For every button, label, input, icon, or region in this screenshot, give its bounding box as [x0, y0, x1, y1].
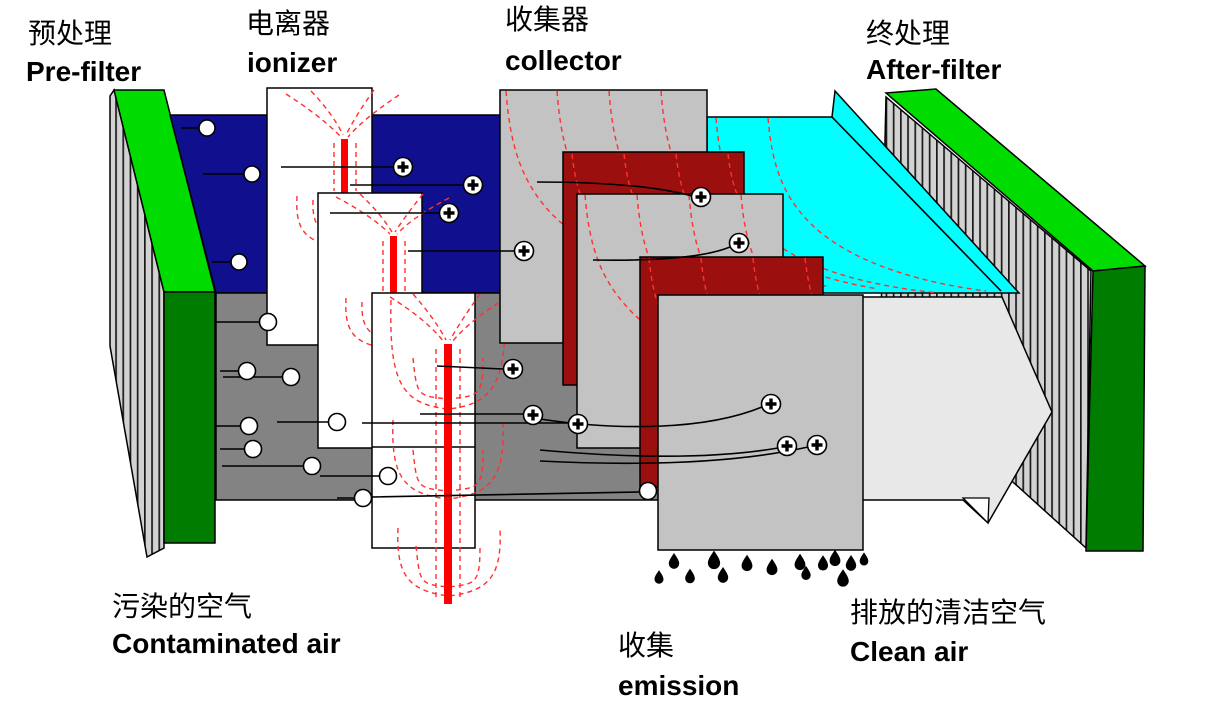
droplet-icon: [685, 568, 695, 584]
charged-particle-icon: [776, 435, 798, 457]
dust-particle: [353, 488, 373, 508]
pre-filter-side-face: [163, 291, 216, 544]
ionizer-panel-3: [371, 292, 476, 549]
contaminated-air-label-zh: 污染的空气: [112, 592, 253, 623]
neutral-particles: [181, 119, 658, 508]
droplet-icon: [845, 555, 857, 571]
droplet-icon: [707, 550, 721, 570]
dust-particle: [378, 466, 398, 486]
dust-particle: [239, 416, 259, 436]
dust-particle: [281, 367, 301, 387]
droplet-icon: [794, 553, 806, 571]
emission-label-zh: 收集: [618, 631, 675, 662]
collector-stack: [499, 89, 987, 551]
corona-electrode-1: [341, 139, 348, 193]
dust-particle: [327, 412, 347, 432]
clean-air-label-en: Clean air: [850, 636, 969, 667]
charged-particles: [281, 156, 828, 465]
clean-air-label-zh: 排放的清洁空气: [850, 598, 1047, 629]
collector-label-en: collector: [505, 45, 622, 76]
charged-particle-trails: [281, 166, 809, 465]
charged-particle-icon: [462, 174, 484, 196]
charged-particle-icon: [567, 413, 589, 435]
dust-particle: [237, 361, 257, 381]
charged-particle-icon: [760, 393, 782, 415]
droplet-icon: [766, 558, 778, 576]
after-filter-label-zh: 终处理: [866, 19, 951, 50]
cyan-panel-edge-line: [831, 116, 1002, 292]
dust-particle: [258, 312, 278, 332]
dust-particle: [243, 165, 261, 183]
droplet-icon: [829, 549, 841, 567]
pre-filter-label-zh: 预处理: [28, 19, 113, 50]
droplet-icon: [817, 555, 829, 571]
pre-filter-label-en: Pre-filter: [26, 56, 142, 87]
dust-particle: [230, 253, 248, 271]
droplet-icon: [717, 567, 729, 583]
charged-particle-icon: [690, 186, 712, 208]
droplet-icon: [859, 552, 869, 566]
charged-particle-icon: [392, 156, 414, 178]
ionizer-label-en: ionizer: [247, 47, 338, 78]
ionizer-label-zh: 电离器: [246, 9, 331, 40]
droplet-icon: [654, 570, 664, 584]
emission-label-en: emission: [618, 670, 740, 701]
charged-particle-icon: [728, 232, 750, 254]
charged-particle-icon: [522, 404, 544, 426]
collector-plate-5: [657, 294, 864, 551]
pre-filter: [109, 88, 216, 559]
collector-label-zh: 收集器: [505, 5, 590, 36]
droplet-icon: [837, 569, 849, 587]
dust-particle: [638, 481, 658, 501]
arrow-corner-notch: [961, 497, 990, 525]
dust-particle: [302, 456, 322, 476]
charged-particle-icon: [438, 202, 460, 224]
charged-particle-icon: [806, 434, 828, 456]
after-filter-side-face: [1085, 265, 1146, 552]
charged-particle-icon: [502, 358, 524, 380]
after-filter-label-en: After-filter: [866, 54, 1002, 85]
corona-electrode-2: [390, 236, 397, 296]
ionizer-cell-3: [371, 292, 507, 604]
droplet-icon: [741, 554, 753, 572]
droplet-icon: [668, 553, 680, 569]
dust-particle: [243, 439, 263, 459]
dust-particle: [198, 119, 216, 137]
contaminated-air-label-en: Contaminated air: [112, 628, 341, 659]
corona-electrode-3: [444, 344, 452, 604]
charged-particle-icon: [513, 240, 535, 262]
charged-particle-set: [392, 156, 828, 457]
emission-droplets: [654, 549, 869, 587]
